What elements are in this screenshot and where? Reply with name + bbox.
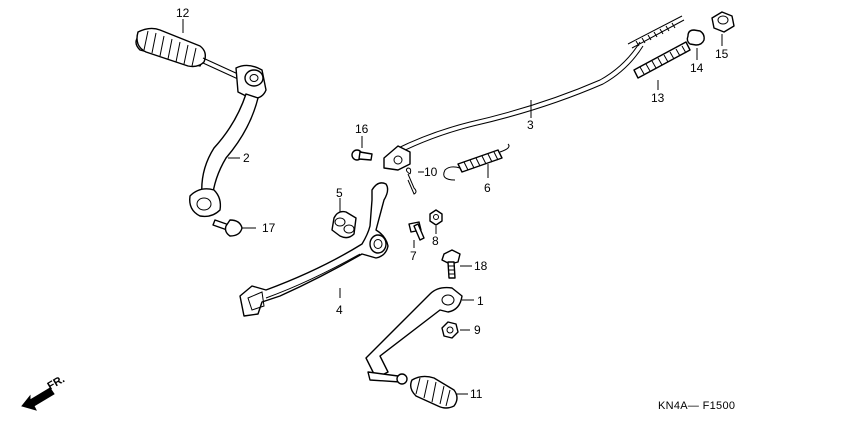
callout-5: 5 <box>336 186 343 200</box>
rod-spring <box>633 41 691 79</box>
footpeg-nut <box>441 321 459 339</box>
callout-7: 7 <box>410 249 417 263</box>
kick-starter-arm <box>189 57 267 218</box>
callout-11: 11 <box>470 387 483 401</box>
callout-18: 18 <box>474 259 488 273</box>
stop-switch-spring <box>443 143 510 181</box>
callout-2: 2 <box>243 151 250 165</box>
brake-rod <box>383 15 685 171</box>
brake-pedal <box>239 182 389 317</box>
drawing-code: KN4A— F1500 <box>658 400 735 412</box>
callout-12: 12 <box>176 6 190 20</box>
callout-17: 17 <box>262 221 276 235</box>
kick-arm-bolt <box>212 219 243 237</box>
callout-16: 16 <box>355 122 369 136</box>
callout-3: 3 <box>527 118 534 132</box>
pivot-bushing <box>331 210 357 239</box>
cotter-pin <box>405 167 417 195</box>
front-direction-arrow <box>21 387 55 411</box>
callout-1: 1 <box>477 294 484 308</box>
callout-10: 10 <box>424 165 438 179</box>
pivot-collar <box>686 29 705 46</box>
pedal-nut <box>429 209 443 226</box>
footpeg-rubber <box>409 375 458 409</box>
leader-lines <box>182 19 723 395</box>
step-bolt <box>441 249 461 279</box>
callout-14: 14 <box>690 61 704 75</box>
callout-13: 13 <box>651 91 665 105</box>
pedal-bolt <box>408 221 425 241</box>
footpeg-bracket <box>365 286 463 385</box>
adjusting-nut <box>711 11 735 33</box>
callout-15: 15 <box>715 47 729 61</box>
callout-6: 6 <box>484 181 491 195</box>
callout-8: 8 <box>432 234 439 248</box>
kick-grip-rubber <box>135 27 207 68</box>
callout-4: 4 <box>336 303 343 317</box>
clevis-pin <box>351 149 373 161</box>
callout-9: 9 <box>474 323 481 337</box>
front-direction-label: FR. <box>46 373 67 392</box>
